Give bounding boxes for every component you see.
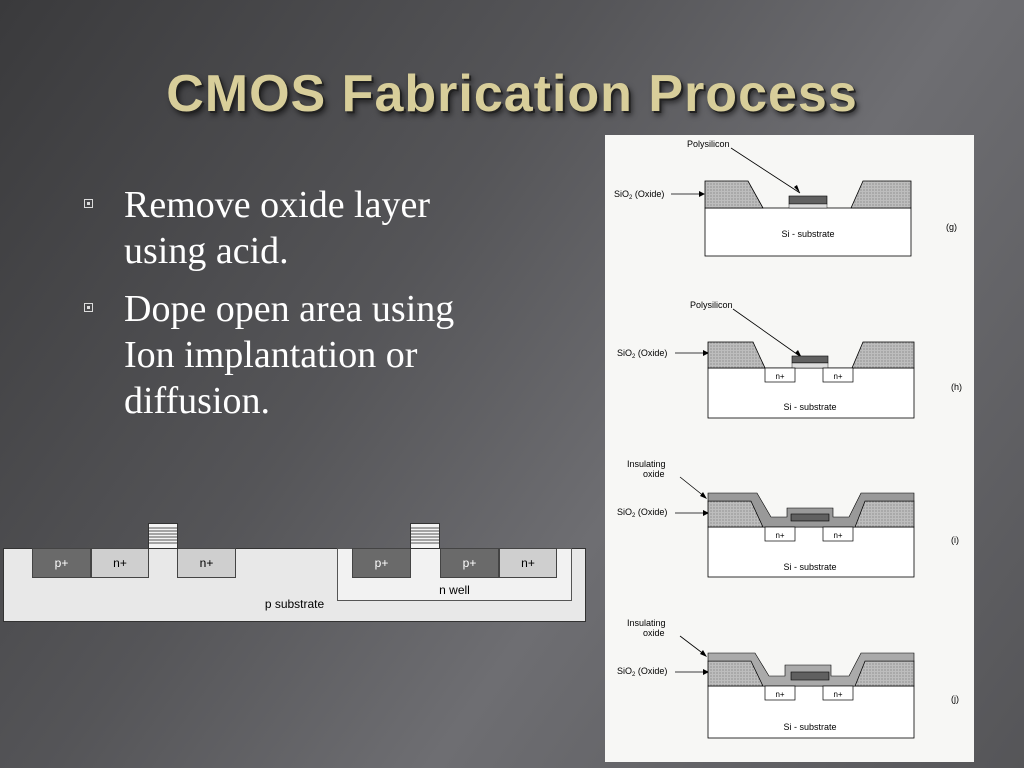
process-steps-panel: Polysilicon SiO2 (Oxide) Si - substrate … xyxy=(605,135,974,762)
step-tag: (j) xyxy=(951,694,959,704)
p-plus-region: p+ xyxy=(352,548,411,578)
step-i: Insulating oxide SiO2 (Oxide) n+ n+ Si -… xyxy=(617,459,959,578)
bullet-text: Remove oxide layer using acid. xyxy=(124,184,431,272)
oxide-label: SiO2 (Oxide) xyxy=(617,348,667,360)
polysilicon-label: Polysilicon xyxy=(690,300,733,310)
n-plus-label: n+ xyxy=(775,372,784,381)
cmos-cross-section: p substrate n well p+ n+ n+ p+ p+ n+ xyxy=(0,520,600,630)
step-h: Polysilicon SiO2 (Oxide) n+ n+ Si - subs… xyxy=(617,300,962,419)
n-plus-label: n+ xyxy=(833,690,842,699)
step-tag: (h) xyxy=(951,382,962,392)
gate-stack xyxy=(148,523,178,549)
n-plus-label: n+ xyxy=(199,556,214,570)
step-j: Insulating oxide SiO2 (Oxide) n+ n+ Si -… xyxy=(617,618,959,739)
substrate-label: Si - substrate xyxy=(781,229,834,239)
n-plus-region: n+ xyxy=(499,548,557,578)
step-tag: (g) xyxy=(946,222,957,232)
n-plus-label: n+ xyxy=(833,531,842,540)
p-plus-region: p+ xyxy=(32,548,91,578)
n-plus-label: n+ xyxy=(113,556,127,570)
insulating-oxide-label: Insulating xyxy=(627,618,666,628)
oxide-label: SiO2 (Oxide) xyxy=(617,666,667,678)
polysilicon-label: Polysilicon xyxy=(687,139,730,149)
insulating-oxide-label: oxide xyxy=(643,469,665,479)
substrate-label: Si - substrate xyxy=(783,722,836,732)
substrate-label: Si - substrate xyxy=(783,402,836,412)
step-tag: (i) xyxy=(951,535,959,545)
bullet-item: Remove oxide layer using acid. xyxy=(78,182,488,274)
p-plus-region: p+ xyxy=(440,548,499,578)
square-bullet-icon xyxy=(84,303,93,312)
substrate-label: Si - substrate xyxy=(783,562,836,572)
p-substrate-label: p substrate xyxy=(264,597,325,611)
square-bullet-icon xyxy=(84,199,93,208)
oxide-label: SiO2 (Oxide) xyxy=(614,189,664,201)
slide-title: CMOS Fabrication Process xyxy=(166,65,858,123)
process-steps-figure: Polysilicon SiO2 (Oxide) Si - substrate … xyxy=(614,139,962,739)
n-plus-region: n+ xyxy=(177,548,236,578)
n-plus-label: n+ xyxy=(775,690,784,699)
n-plus-region: n+ xyxy=(91,548,149,578)
step-g: Polysilicon SiO2 (Oxide) Si - substrate … xyxy=(614,139,957,257)
n-plus-label: n+ xyxy=(521,556,535,570)
n-well-label: n well xyxy=(439,583,470,597)
insulating-oxide-label: Insulating xyxy=(627,459,666,469)
bullet-item: Dope open area using Ion implantation or… xyxy=(78,286,488,424)
bullet-list: Remove oxide layer using acid. Dope open… xyxy=(78,182,488,436)
n-plus-label: n+ xyxy=(833,372,842,381)
oxide-label: SiO2 (Oxide) xyxy=(617,507,667,519)
p-plus-label: p+ xyxy=(54,556,69,570)
bullet-text: Dope open area using Ion implantation or… xyxy=(124,288,455,422)
insulating-oxide-label: oxide xyxy=(643,628,665,638)
p-plus-label: p+ xyxy=(462,556,477,570)
p-plus-label: p+ xyxy=(374,556,389,570)
n-plus-label: n+ xyxy=(775,531,784,540)
gate-stack xyxy=(410,523,440,549)
